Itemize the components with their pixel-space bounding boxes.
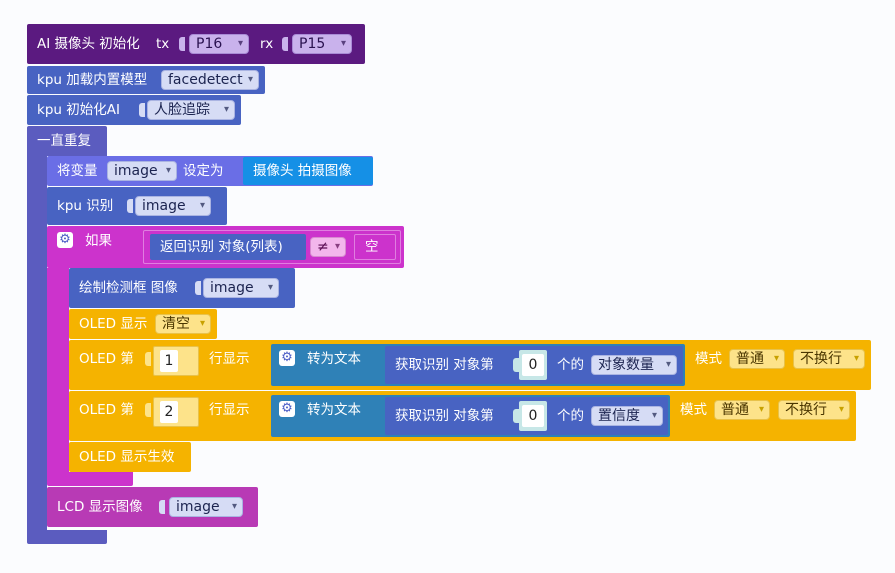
recognize-objects-label: 返回识别 对象(列表) [160,239,283,255]
row2-number-block[interactable]: 2 [153,397,199,427]
camera-capture-label: 摄像头 拍摄图像 [253,163,352,179]
lcd-show-block[interactable]: LCD 显示图像 image [47,487,258,527]
rx-label: rx [260,36,274,52]
condition-block[interactable]: 返回识别 对象(列表) ≠ 空 [143,230,401,264]
loop-block[interactable]: 一直重复 [27,126,107,156]
row2-field-dropdown[interactable]: 置信度 [591,406,663,426]
row2-get-object-block[interactable]: 获取识别 对象第 0 个的 置信度 [385,397,668,435]
oled-clear-dropdown[interactable]: 清空 [155,314,211,334]
oled-clear-label: OLED 显示 [79,316,148,332]
rx-pin-dropdown[interactable]: P15 [292,34,352,54]
recognize-var-dropdown[interactable]: image [135,196,211,216]
camera-capture-block[interactable]: 摄像头 拍摄图像 [243,157,373,185]
tx-pin-dropdown[interactable]: P16 [189,34,249,54]
if-block[interactable]: ⚙ 如果 返回识别 对象(列表) ≠ 空 [47,226,404,268]
operator-dropdown[interactable]: ≠ [310,237,346,257]
null-label: 空 [365,239,379,255]
loop-bottom-bar [27,530,107,544]
row1-mode-dropdown[interactable]: 普通 [729,349,785,369]
row1-mode-label: 模式 [695,351,722,367]
row1-get-object-label: 获取识别 对象第 [395,357,494,373]
oled-row1-label: OLED 第 [79,351,134,367]
row2-mode-dropdown[interactable]: 普通 [714,400,770,420]
oled-row2-suffix: 行显示 [209,402,250,418]
row1-to-text-block[interactable]: ⚙ 转为文本 获取识别 对象第 0 个的 对象数量 [271,344,685,386]
variable-dropdown[interactable]: image [107,161,177,181]
oled-row2-label: OLED 第 [79,402,134,418]
row1-number-block[interactable]: 1 [153,346,199,376]
set-to-label: 设定为 [183,163,224,179]
oled-clear-block[interactable]: OLED 显示 清空 [69,309,217,339]
row1-to-text-label: 转为文本 [307,351,361,367]
null-value-block[interactable]: 空 [354,234,396,260]
row1-of-label: 个的 [557,357,584,373]
tx-label: tx [156,36,170,52]
row2-mode-label: 模式 [680,402,707,418]
camera-init-label: AI 摄像头 初始化 [37,36,140,52]
if-left-bar [47,268,69,480]
row2-get-object-label: 获取识别 对象第 [395,408,494,424]
oled-row1-block[interactable]: OLED 第 1 行显示 ⚙ 转为文本 获取识别 对象第 0 个的 对象数量 模… [69,340,871,390]
model-dropdown[interactable]: facedetect [161,70,259,90]
kpu-init-block[interactable]: kpu 初始化AI 人脸追踪 [27,95,241,125]
kpu-load-block[interactable]: kpu 加载内置模型 facedetect [27,66,265,94]
row2-index-block[interactable]: 0 [519,401,547,431]
kpu-load-label: kpu 加载内置模型 [37,72,148,88]
loop-left-bar [27,156,47,534]
row1-index[interactable]: 0 [522,354,544,376]
row2-to-text-label: 转为文本 [307,402,361,418]
gear-icon[interactable]: ⚙ [57,232,73,248]
kpu-recognize-label: kpu 识别 [57,198,114,214]
draw-box-var-dropdown[interactable]: image [203,278,279,298]
lcd-var-dropdown[interactable]: image [169,497,243,517]
kpu-init-label: kpu 初始化AI [37,102,120,118]
row1-number[interactable]: 1 [160,350,178,372]
kpu-mode-dropdown[interactable]: 人脸追踪 [147,100,235,120]
gear-icon[interactable]: ⚙ [279,350,295,366]
camera-init-block[interactable]: AI 摄像头 初始化 tx P16 rx P15 [27,24,365,64]
row2-of-label: 个的 [557,408,584,424]
set-variable-label: 将变量 [57,163,98,179]
oled-show-label: OLED 显示生效 [79,449,175,465]
row2-number[interactable]: 2 [160,401,178,423]
set-variable-block[interactable]: 将变量 image 设定为 摄像头 拍摄图像 [47,156,373,186]
oled-row1-suffix: 行显示 [209,351,250,367]
row2-index[interactable]: 0 [522,405,544,427]
gear-icon[interactable]: ⚙ [279,401,295,417]
row1-wrap-dropdown[interactable]: 不换行 [793,349,865,369]
kpu-recognize-block[interactable]: kpu 识别 image [47,187,227,225]
draw-box-block[interactable]: 绘制检测框 图像 image [69,268,295,308]
row2-wrap-dropdown[interactable]: 不换行 [778,400,850,420]
oled-show-block[interactable]: OLED 显示生效 [69,442,191,472]
lcd-show-label: LCD 显示图像 [57,499,143,515]
draw-box-label: 绘制检测框 图像 [79,280,178,296]
row2-to-text-block[interactable]: ⚙ 转为文本 获取识别 对象第 0 个的 置信度 [271,395,670,437]
oled-row2-block[interactable]: OLED 第 2 行显示 ⚙ 转为文本 获取识别 对象第 0 个的 置信度 模式… [69,391,856,441]
row1-get-object-block[interactable]: 获取识别 对象第 0 个的 对象数量 [385,346,683,384]
if-label: 如果 [85,233,112,249]
loop-label: 一直重复 [37,133,91,149]
row1-field-dropdown[interactable]: 对象数量 [591,355,677,375]
row1-index-block[interactable]: 0 [519,350,547,380]
if-bottom-bar [47,472,133,486]
recognize-objects-block[interactable]: 返回识别 对象(列表) [150,234,306,260]
